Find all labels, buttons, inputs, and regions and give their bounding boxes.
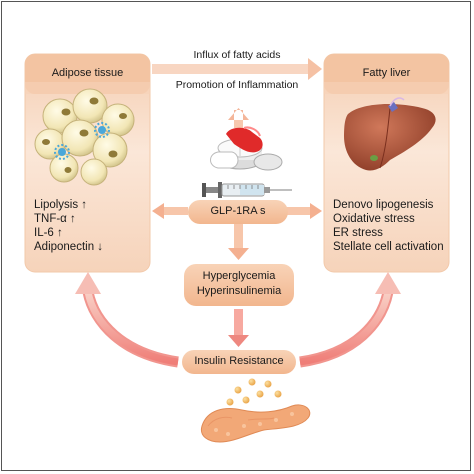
liver-effect-lipogenesis: Denovo lipogenesis (333, 199, 434, 211)
syringe-icon (202, 182, 292, 198)
glp1ra-right-arrow (287, 203, 322, 219)
hyperinsulinemia-label: Hyperinsulinemia (196, 285, 282, 297)
curved-arrow-left (75, 272, 179, 368)
fatty-liver-title: Fatty liver (362, 67, 411, 79)
adipose-effect-adiponectin: Adiponectin ↓ (34, 241, 104, 253)
adipose-effects-list: Lipolysis ↑ TNF-α ↑ IL-6 ↑ Adiponectin ↓ (34, 198, 103, 254)
influx-fatty-acids-label: Influx of fatty acids (193, 49, 281, 61)
adipose-effect-il6: IL-6 ↑ (34, 227, 63, 239)
promotion-inflammation-label: Promotion of Inflammation (175, 79, 299, 91)
liver-icon (344, 97, 436, 171)
insulin-droplets-icon (226, 378, 282, 406)
adipose-tissue-title: Adipose tissue (51, 67, 124, 79)
liver-effect-er-stress: ER stress (333, 227, 383, 239)
glp1ra-label: GLP-1RA s (210, 205, 266, 217)
metabolic-down-arrow (228, 309, 249, 347)
liver-effect-stellate: Stellate cell activation (333, 241, 444, 253)
insulin-resistance-label: Insulin Resistance (194, 355, 284, 367)
glp1ra-pill (188, 200, 288, 224)
hyperglycemia-label: Hyperglycemia (202, 270, 276, 282)
adipose-effect-lipolysis: Lipolysis ↑ (34, 199, 88, 211)
drug-to-flux-arrow (228, 108, 249, 128)
curved-arrow-right (299, 272, 401, 368)
metabolic-state-pill (184, 264, 294, 306)
pill-icon (210, 126, 283, 171)
top-arrow (152, 58, 322, 80)
insulin-resistance-pill (182, 350, 296, 374)
liver-effects-list: Denovo lipogenesis Oxidative stress ER s… (333, 198, 444, 254)
adipose-effect-tnf: TNF-α ↑ (34, 213, 76, 225)
glp1ra-down-arrow (228, 224, 249, 260)
pancreas-icon (200, 404, 311, 443)
adipocyte-cluster-icon (34, 88, 135, 186)
glp1ra-left-arrow (152, 203, 188, 219)
liver-effect-oxidative: Oxidative stress (333, 213, 415, 225)
